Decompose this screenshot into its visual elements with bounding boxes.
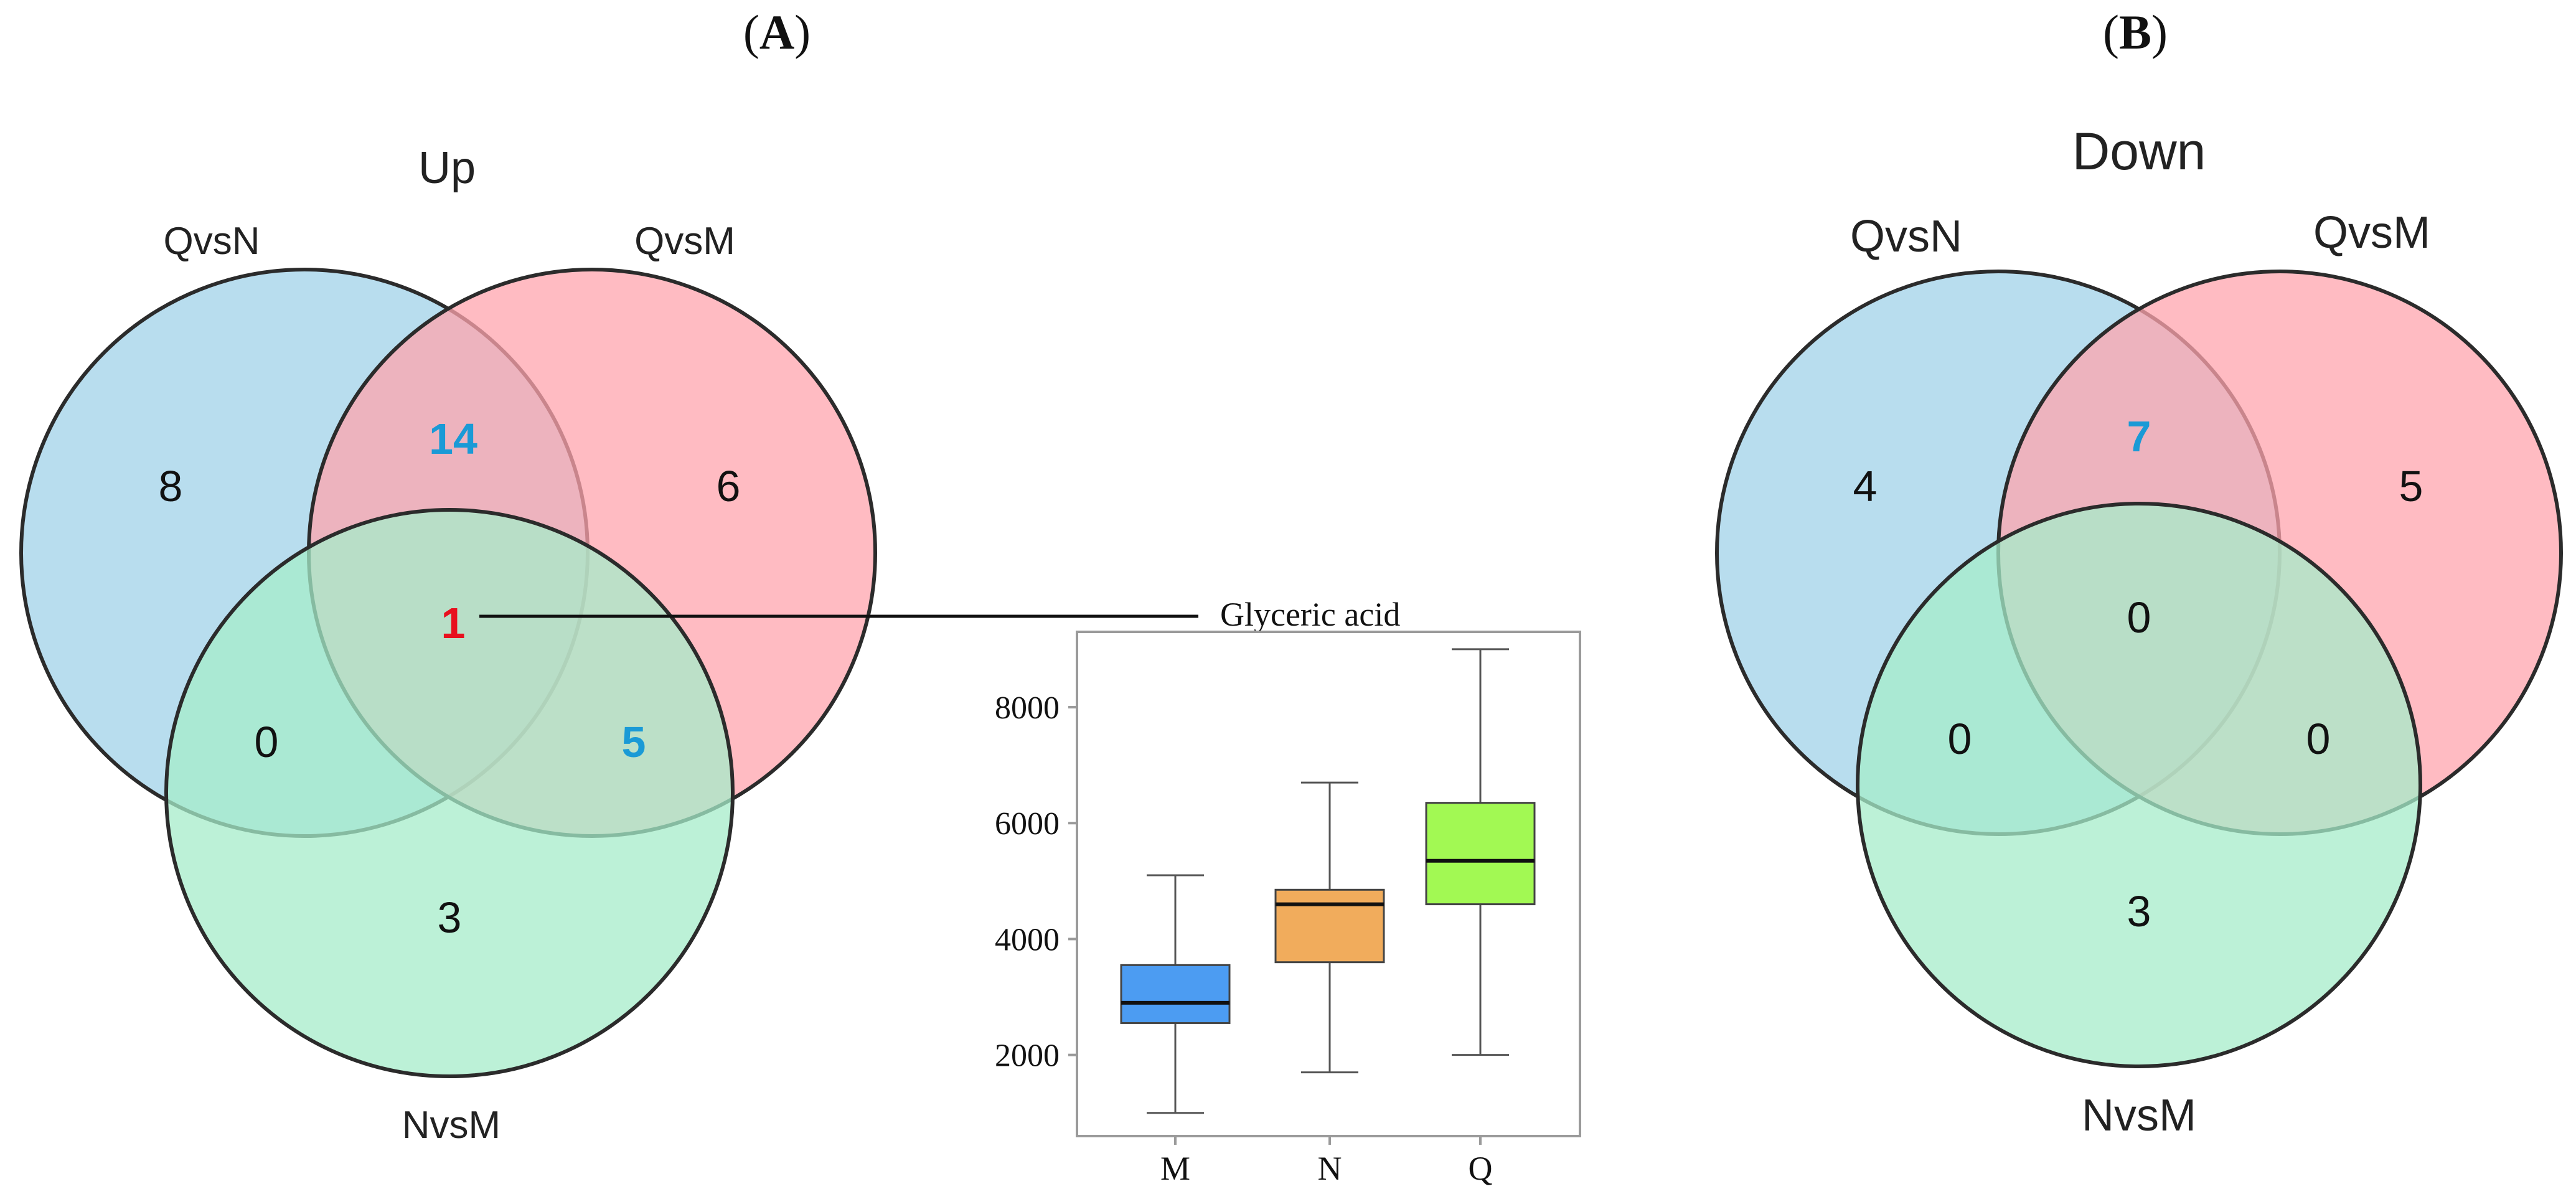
venn-a-set-qvsm: QvsM bbox=[634, 220, 735, 263]
venn-a-count-qvsn-nvsm: 0 bbox=[255, 718, 279, 766]
box-iqr bbox=[1274, 888, 1385, 964]
venn-a-set-qvsn: QvsN bbox=[164, 220, 260, 263]
venn-b-count-qvsn-qvsm: 7 bbox=[2127, 412, 2151, 461]
panel-a-label: (A) bbox=[743, 5, 811, 59]
venn-b-circle-nvsm bbox=[1856, 502, 2422, 1068]
venn-b-count-qvsn-only: 4 bbox=[1853, 462, 1878, 510]
venn-b-count-qvsn-nvsm: 0 bbox=[1948, 715, 1972, 763]
x-tick-label: M bbox=[1160, 1150, 1190, 1187]
venn-b-set-qvsn: QvsN bbox=[1850, 212, 1962, 261]
y-tick-label: 6000 bbox=[995, 806, 1060, 842]
x-tick-label: N bbox=[1318, 1150, 1342, 1187]
box-iqr bbox=[1120, 964, 1231, 1024]
y-tick-label: 2000 bbox=[995, 1038, 1060, 1074]
box-N bbox=[1274, 781, 1385, 1074]
venn-b-count-nvsm-only: 3 bbox=[2127, 887, 2151, 936]
box-M bbox=[1120, 874, 1231, 1114]
venn-a-circles bbox=[19, 268, 877, 1078]
venn-b-title: Down bbox=[2072, 122, 2206, 181]
panel-a: (A) Up QvsN QvsM NvsM 8 6 3 14 0 5 1 Gly… bbox=[19, 5, 1400, 1147]
venn-a-count-qvsm-nvsm: 5 bbox=[622, 718, 646, 766]
boxplot-boxes bbox=[1120, 648, 1536, 1114]
venn-a-count-qvsm-only: 6 bbox=[717, 462, 741, 510]
venn-b-count-qvsm-nvsm: 0 bbox=[2306, 715, 2331, 763]
panel-b: (B) Down QvsN QvsM NvsM 4 5 3 7 0 0 0 bbox=[1715, 5, 2563, 1140]
boxplot: 2000 4000 6000 8000 M N Q bbox=[995, 631, 1581, 1187]
venn-b-set-qvsm: QvsM bbox=[2313, 208, 2430, 258]
venn-b-count-all: 0 bbox=[2127, 593, 2151, 642]
box-Q bbox=[1425, 648, 1536, 1056]
venn-a-set-nvsm: NvsM bbox=[402, 1104, 501, 1147]
venn-a-circle-nvsm bbox=[164, 508, 735, 1078]
y-tick-label: 8000 bbox=[995, 690, 1060, 726]
box-iqr bbox=[1425, 802, 1536, 906]
x-tick-label: Q bbox=[1469, 1150, 1493, 1187]
venn-a-count-all: 1 bbox=[441, 599, 466, 647]
venn-a-count-nvsm-only: 3 bbox=[438, 893, 462, 942]
boxplot-y-axis: 2000 4000 6000 8000 bbox=[995, 690, 1077, 1074]
venn-a-count-qvsn-only: 8 bbox=[159, 462, 183, 510]
venn-b-circles bbox=[1715, 270, 2563, 1068]
venn-b-count-qvsm-only: 5 bbox=[2399, 462, 2423, 510]
venn-b-set-nvsm: NvsM bbox=[2082, 1091, 2196, 1140]
y-tick-label: 4000 bbox=[995, 922, 1060, 957]
venn-a-title: Up bbox=[418, 143, 476, 193]
panel-b-label: (B) bbox=[2103, 5, 2168, 59]
callout-label: Glyceric acid bbox=[1220, 596, 1400, 633]
venn-a-count-qvsn-qvsm: 14 bbox=[429, 415, 477, 463]
